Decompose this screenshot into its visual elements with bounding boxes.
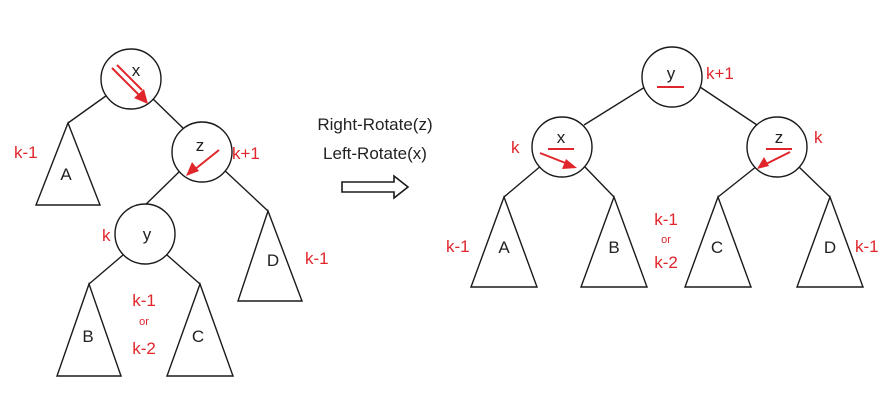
transform-arrow-icon (341, 174, 410, 200)
subtree-C-right (683, 194, 753, 288)
operation: Right-Rotate(z) Left-Rotate(x) (317, 115, 433, 200)
edge-x-A-right (503, 164, 543, 198)
subtree-C-left (166, 281, 234, 377)
subtree-D-right-label: D (824, 238, 836, 257)
node-y-left (114, 203, 176, 265)
operation-line2: Left-Rotate(x) (323, 144, 427, 163)
rank-x-right: k (511, 138, 520, 157)
edge-x-A (67, 92, 111, 124)
subtree-D-left-label: D (267, 251, 279, 270)
rank-z-right: k (814, 128, 823, 147)
rank-between-or-left: or (139, 316, 149, 328)
subtree-B-left-label: B (82, 327, 93, 346)
node-y-right (641, 46, 703, 108)
rank-between-bottom-left: k-2 (132, 339, 156, 358)
subtree-A-left (34, 121, 102, 206)
rank-A-left: k-1 (14, 143, 38, 162)
node-y-left-label: y (143, 225, 152, 244)
subtree-D-right (795, 194, 865, 288)
rank-between-top-left: k-1 (132, 291, 156, 310)
node-z-left (171, 121, 233, 183)
rank-between-top-right: k-1 (654, 210, 678, 229)
node-y-right-label: y (667, 64, 676, 83)
rank-y-left: k (102, 226, 111, 245)
edge-y-B (88, 254, 124, 285)
rank-D-left: k-1 (305, 249, 329, 268)
node-z-right-label: z (775, 128, 784, 147)
subtree-A-right (469, 194, 539, 288)
node-x-right (531, 116, 593, 178)
subtree-B-right-label: B (608, 238, 619, 257)
edge-y-C (166, 254, 201, 285)
left-tree: x z y A D B C k-1 k+1 k k-1 k-1 or k-2 (14, 48, 329, 377)
operation-line1: Right-Rotate(z) (317, 115, 432, 134)
arrow-x-right-icon (539, 152, 577, 169)
arrow-z-left-icon (186, 149, 220, 176)
node-z-right (746, 116, 808, 178)
rank-D-right: k-1 (855, 237, 879, 256)
arrow-z-right-icon (757, 151, 791, 169)
rank-z-left: k+1 (232, 144, 260, 163)
edge-y-z (699, 86, 758, 126)
subtree-D-left (237, 208, 304, 302)
node-x-right-label: x (557, 128, 566, 147)
subtree-B-left (56, 281, 122, 377)
arrow-x-left-icon (111, 64, 148, 104)
subtree-A-left-label: A (60, 165, 72, 184)
edge-z-D-right (797, 165, 831, 198)
right-tree: y x z A B C D k+1 k k k-1 k-1 k-1 or k-2 (446, 46, 879, 288)
rank-y-right: k+1 (706, 64, 734, 83)
rank-A-right: k-1 (446, 237, 470, 256)
subtree-C-left-label: C (192, 327, 204, 346)
node-z-left-label: z (196, 136, 205, 155)
rank-between-or-right: or (661, 234, 671, 246)
edge-x-B-right (584, 166, 615, 198)
edge-z-C-right (717, 165, 758, 198)
subtree-B-right (579, 194, 649, 288)
subtree-A-right-label: A (498, 238, 510, 257)
subtree-C-right-label: C (711, 238, 723, 257)
edge-x-z (150, 96, 186, 131)
rank-between-bottom-right: k-2 (654, 253, 678, 272)
node-x-left-label: x (132, 61, 141, 80)
edge-z-D (221, 167, 269, 212)
edge-y-x (583, 86, 646, 126)
